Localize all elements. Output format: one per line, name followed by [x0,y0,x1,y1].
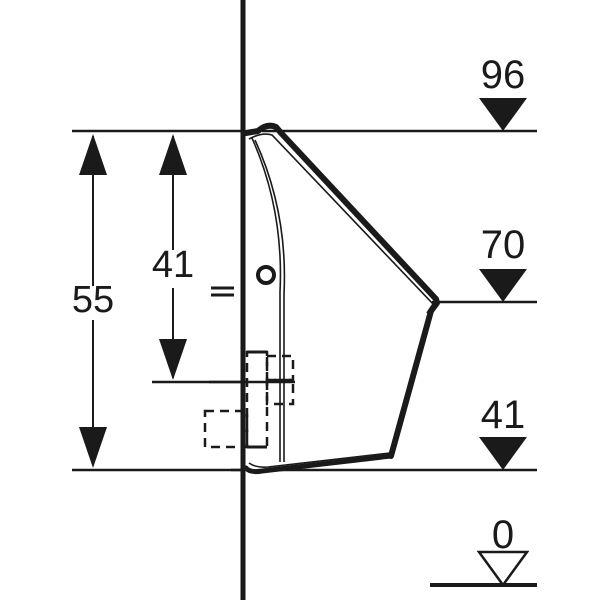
dimension-55-arrow-up [79,134,107,175]
level-marker-triangle-0 [476,550,530,588]
dimension-41-arrow-up [159,134,187,175]
urinal-inner-rim-edge [248,133,435,314]
level-marker-triangle-70 [479,269,527,302]
hidden-pipe-vertical [245,350,269,449]
urinal-bottom-lip-line [248,452,391,468]
dimension-41-label: 41 [152,244,194,286]
dimension-41: 41 [152,134,194,380]
hidden-fitting-upper [265,354,295,382]
level-label-41: 41 [481,393,526,437]
dimension-55-arrow-down [79,427,107,468]
level-label-0: 0 [492,513,514,557]
urinal-profile [243,122,440,475]
level-label-70: 70 [481,223,526,267]
urinal-bowl-inner-curve-2 [254,139,286,462]
hidden-fitting-lower [265,378,295,406]
level-label-96: 96 [481,53,526,97]
urinal-bowl-inner-curve [251,137,282,462]
level-marker-triangle-96 [479,98,527,131]
urinal-outer-outline [243,122,440,459]
water-inlet-hole-icon [256,265,276,285]
dimension-55-label: 55 [72,279,114,321]
urinal-bottom-outline [243,453,394,475]
dimension-41-arrow-down [159,339,187,380]
dimension-55: 55 [72,134,114,468]
level-marker-triangle-41 [479,437,527,470]
